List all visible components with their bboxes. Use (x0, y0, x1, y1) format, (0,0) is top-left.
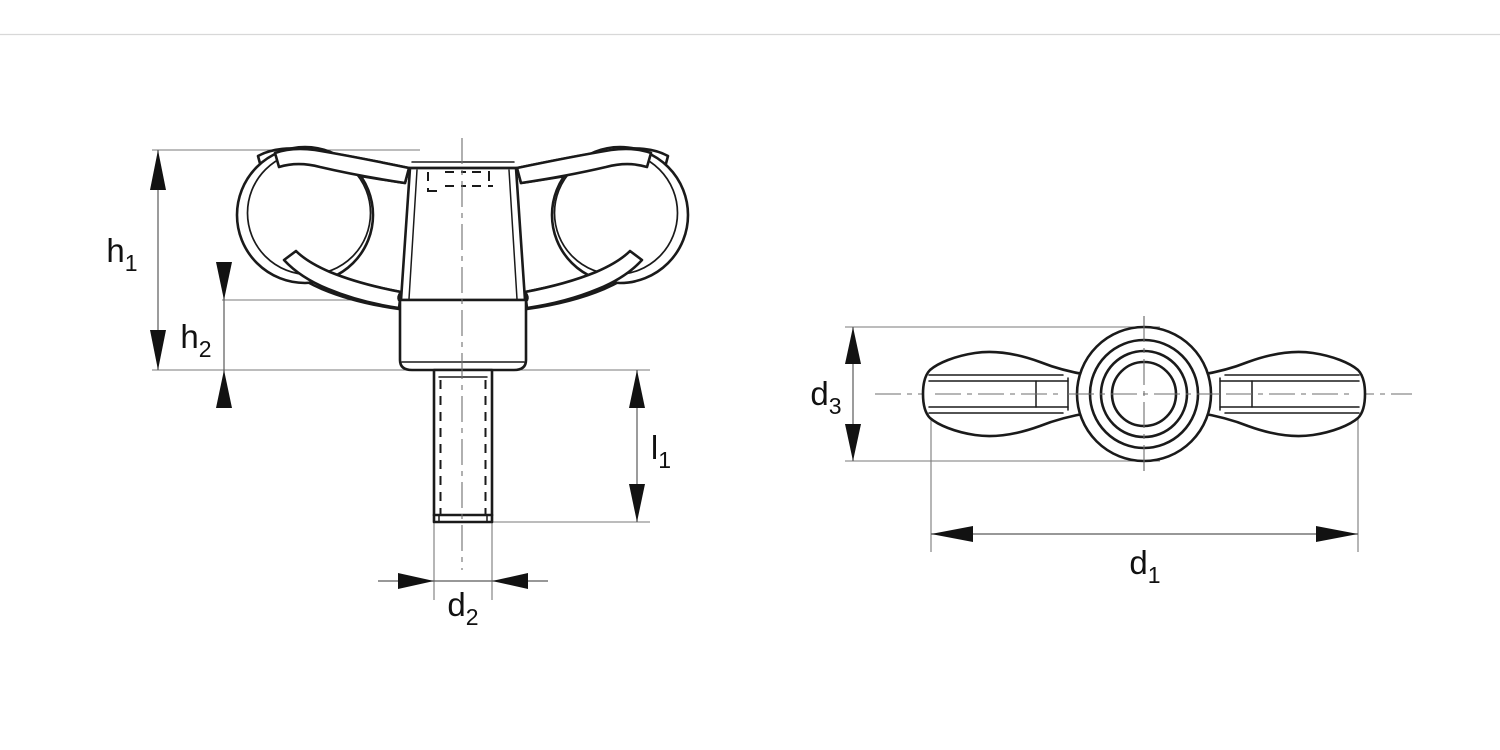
front-view: h1 h2 l1 d2 (106, 138, 690, 630)
dimension-label-l1: l1 (651, 429, 671, 473)
dimension-l1: l1 (629, 370, 671, 522)
top-view-right-wing (1198, 350, 1367, 438)
threaded-stud (432, 368, 494, 524)
dimension-label-h2: h2 (180, 318, 211, 362)
dimension-label-d1: d1 (1129, 544, 1160, 588)
top-view: d3 d1 (810, 316, 1412, 588)
dimension-d1: d1 (931, 526, 1358, 588)
dimension-label-h1: h1 (106, 232, 137, 276)
knob-head-body (235, 145, 690, 311)
top-view-hub (1068, 316, 1220, 474)
knob-collar (398, 298, 528, 372)
dimension-h1: h1 (106, 150, 166, 370)
dimension-d2: d2 (378, 573, 548, 630)
dimension-label-d2: d2 (447, 586, 478, 630)
dimension-d3: d3 (810, 327, 861, 461)
dimension-h2: h2 (180, 262, 232, 408)
dimension-label-d3: d3 (810, 375, 841, 419)
top-view-left-wing (921, 350, 1090, 438)
